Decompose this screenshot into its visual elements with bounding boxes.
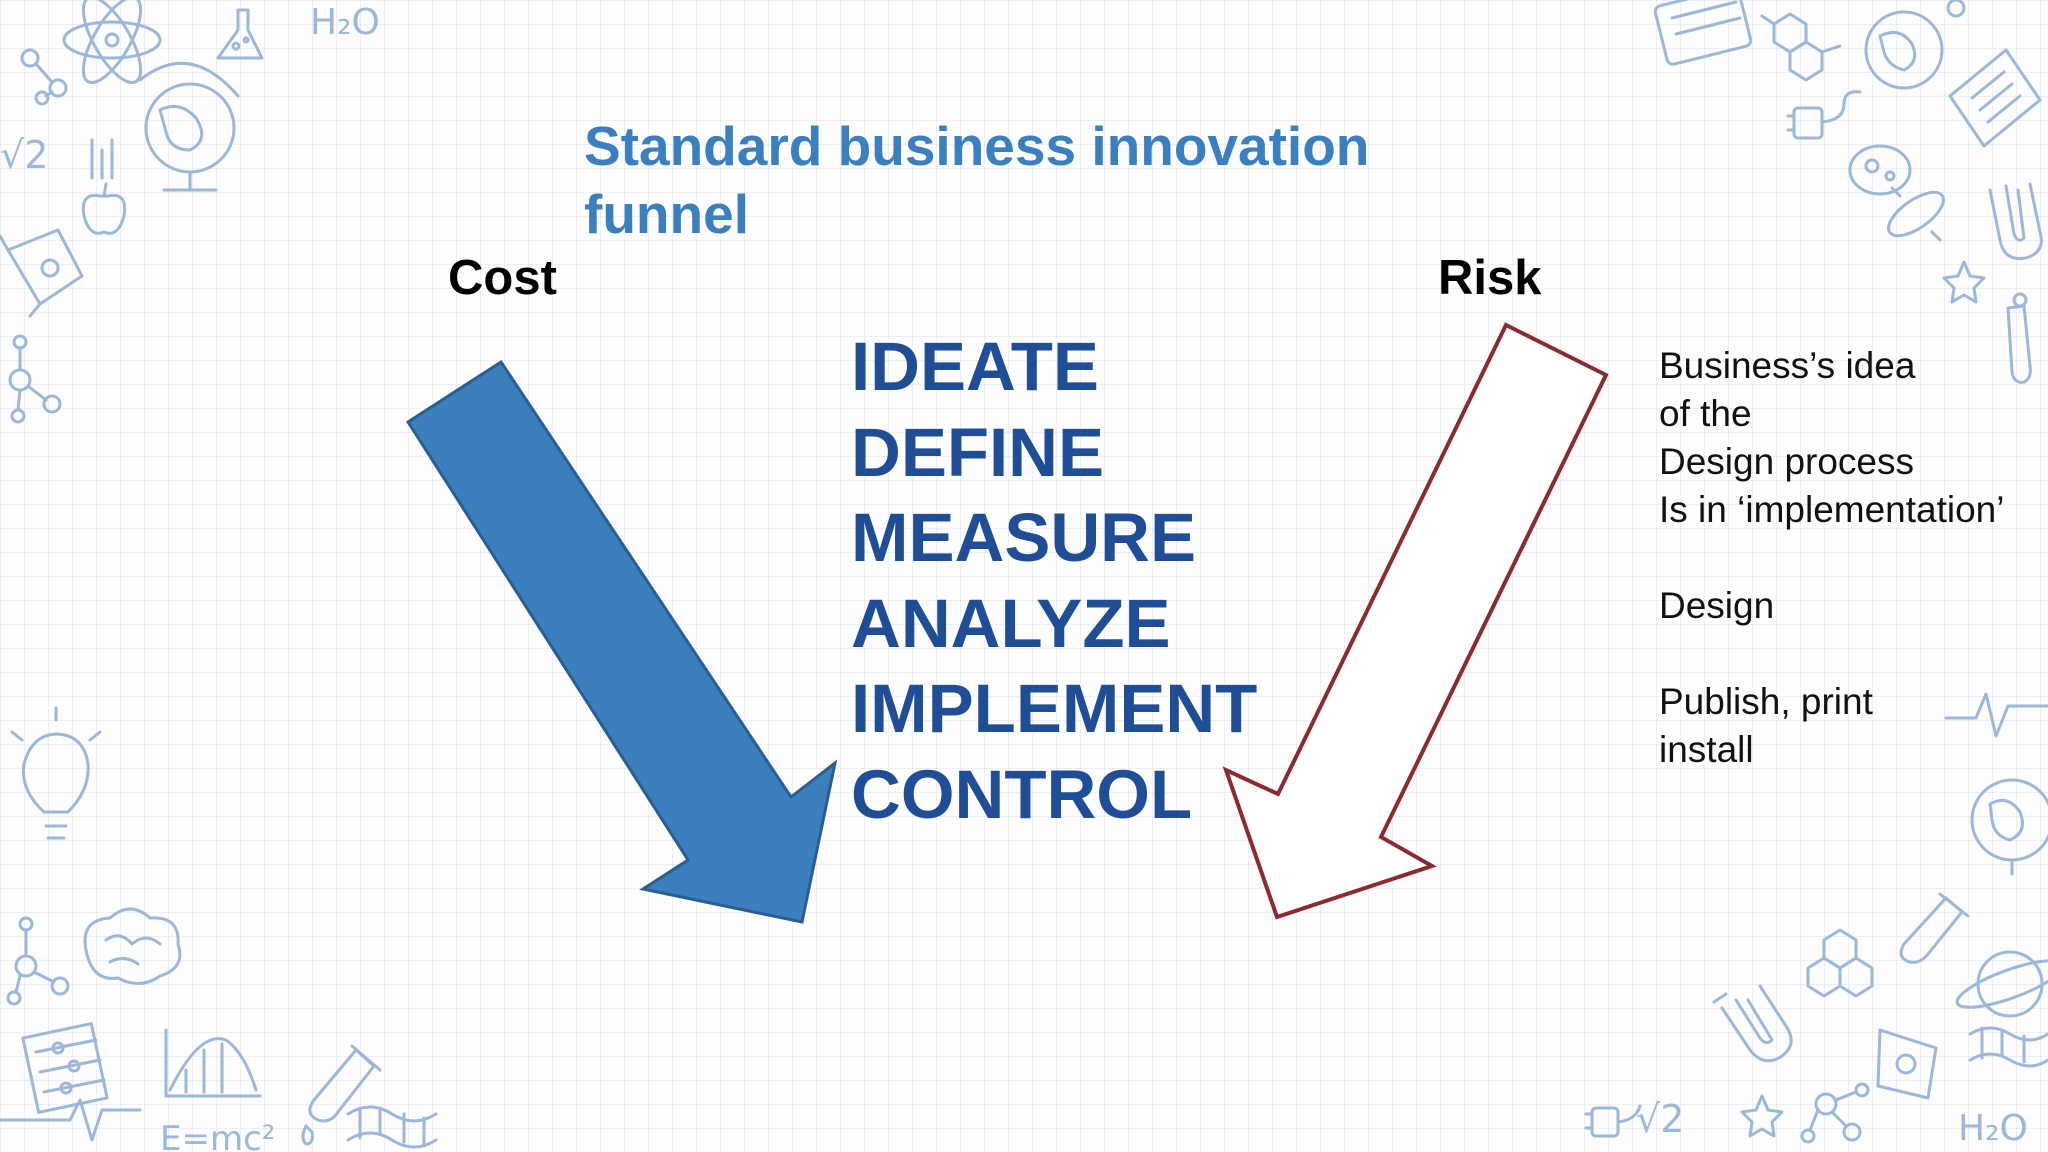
globe-icon bbox=[138, 61, 240, 192]
innovation-steps-list: IDEATE DEFINE MEASURE ANALYZE IMPLEMENT … bbox=[851, 324, 1257, 837]
emc2-doodle: E=mc² bbox=[160, 1119, 275, 1152]
atom-icon bbox=[62, 0, 162, 85]
note-line: Is in ‘implementation’ bbox=[1659, 489, 2005, 530]
test-tube-icon bbox=[1899, 892, 1970, 964]
plug-icon bbox=[1584, 1104, 1642, 1138]
molecule-icon bbox=[6, 916, 70, 1006]
flask-icon bbox=[216, 8, 264, 60]
rocket-icon bbox=[0, 228, 84, 318]
dna-icon bbox=[346, 1105, 438, 1149]
sqrt2-doodle: √2 bbox=[0, 133, 48, 177]
book-icon bbox=[1948, 48, 2042, 148]
note-line: Design process bbox=[1659, 441, 1915, 482]
step-implement: IMPLEMENT bbox=[851, 670, 1258, 747]
step-measure: MEASURE bbox=[851, 499, 1197, 576]
molecule-icon bbox=[1800, 1082, 1870, 1144]
heartbeat-icon bbox=[0, 1098, 142, 1142]
bacteria-icon bbox=[1848, 144, 1945, 242]
note-line: Design bbox=[1659, 585, 1775, 626]
sqrt2-doodle: √2 bbox=[1636, 1097, 1684, 1141]
globe-icon bbox=[1864, 0, 1966, 90]
calculator-icon bbox=[1653, 0, 1753, 66]
abacus-icon bbox=[21, 1022, 109, 1114]
star-icon bbox=[1740, 1094, 1784, 1138]
step-analyze: ANALYZE bbox=[851, 584, 1171, 662]
planet-icon bbox=[1955, 950, 2048, 1018]
slide-title-line-1: Standard business innovation bbox=[584, 115, 1370, 177]
slide-title: Standard business innovation funnel bbox=[584, 112, 1484, 248]
globe-icon bbox=[1970, 778, 2048, 876]
hexagon-molecule-icon bbox=[1806, 928, 1874, 998]
lightbulb-icon bbox=[10, 706, 102, 840]
molecule-icon bbox=[8, 334, 62, 424]
design-process-notes: Business’s idea of the Design process Is… bbox=[1659, 342, 2039, 822]
molecule-icon bbox=[20, 48, 68, 106]
apple-icon bbox=[81, 138, 127, 235]
step-ideate: IDEATE bbox=[851, 328, 1099, 405]
risk-label: Risk bbox=[1438, 251, 1542, 305]
plug-icon bbox=[1786, 90, 1862, 140]
dna-icon bbox=[1968, 1026, 2048, 1068]
note-line: Business’s idea bbox=[1659, 345, 1916, 386]
graph-icon bbox=[164, 1028, 262, 1098]
heartbeat-icon bbox=[1944, 692, 2048, 738]
note-line: install bbox=[1659, 729, 1754, 770]
risk-arrow bbox=[1222, 322, 1609, 920]
h2o-doodle: H₂O bbox=[1958, 1108, 2028, 1149]
h2o-doodle: H₂O bbox=[310, 2, 380, 43]
note-business-idea: Business’s idea of the Design process Is… bbox=[1659, 342, 2039, 534]
test-tube-icon bbox=[301, 1044, 382, 1146]
brain-icon bbox=[83, 907, 182, 985]
test-tube-icon bbox=[2006, 292, 2032, 384]
note-publish: Publish, print install bbox=[1659, 678, 2039, 774]
step-control: CONTROL bbox=[851, 755, 1193, 833]
magnet-icon bbox=[1988, 182, 2043, 261]
slide-title-line-2: funnel bbox=[584, 183, 749, 245]
note-line: Publish, print bbox=[1659, 681, 1873, 722]
cost-arrow bbox=[405, 359, 838, 924]
cost-label: Cost bbox=[448, 251, 557, 305]
note-line: of the bbox=[1659, 393, 1752, 434]
rocket-icon bbox=[1876, 1028, 1938, 1100]
step-define: DEFINE bbox=[851, 413, 1105, 491]
magnet-icon bbox=[1712, 984, 1793, 1063]
star-icon bbox=[1942, 260, 1986, 304]
note-design: Design bbox=[1659, 582, 2039, 630]
hexagon-molecule-icon bbox=[1760, 12, 1842, 82]
